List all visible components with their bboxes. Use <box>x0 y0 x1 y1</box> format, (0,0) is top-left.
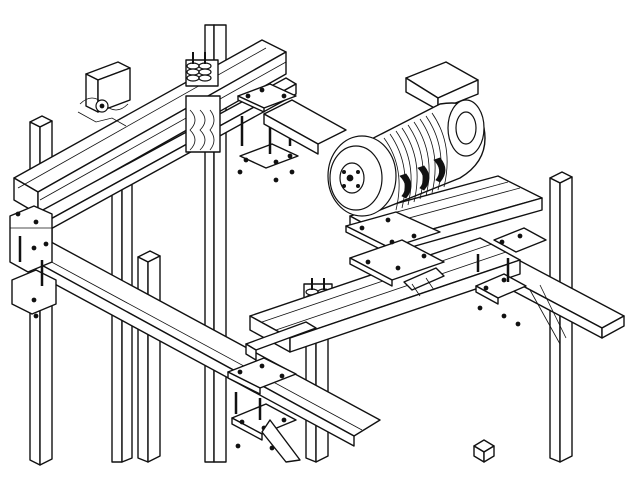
spring-assembly-top <box>185 52 221 153</box>
small-block <box>473 439 495 463</box>
right-mounting-plates <box>475 227 547 327</box>
upper-main-beam <box>13 39 287 215</box>
motor-base-plates <box>345 211 445 297</box>
center-post <box>137 250 161 463</box>
overhead-small-unit <box>77 61 131 127</box>
front-lower-plates <box>227 357 301 463</box>
traction-motor <box>327 61 486 217</box>
mounting-plates-middle <box>237 83 299 183</box>
link-beam <box>263 99 347 155</box>
sheave-grooves <box>383 112 448 211</box>
left-bracket-plates <box>9 205 57 319</box>
